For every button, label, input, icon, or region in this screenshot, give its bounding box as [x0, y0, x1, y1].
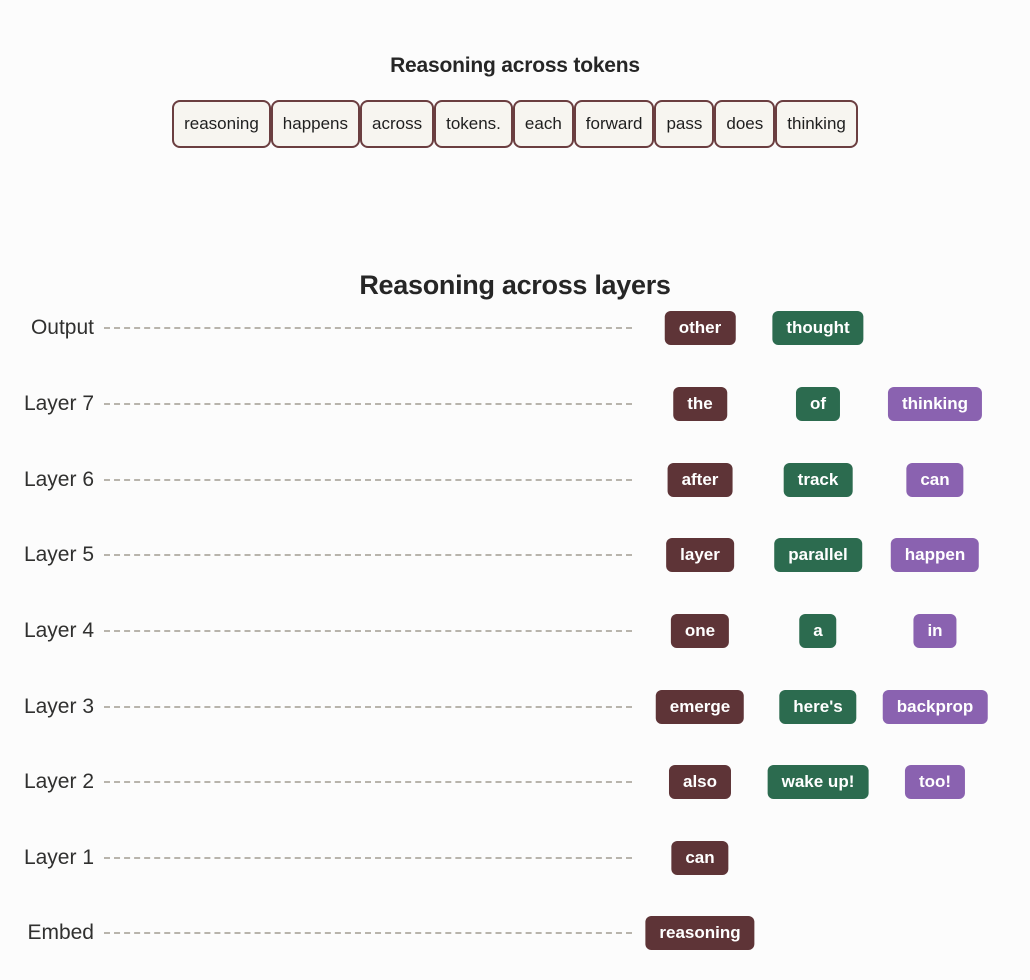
layer-row-label: Layer 1: [23, 846, 94, 869]
layer-token-pill[interactable]: of: [795, 387, 841, 421]
layer-row: Layer 4 one a in: [0, 611, 1030, 651]
layer-token-pill[interactable]: reasoning: [645, 916, 755, 950]
layer-token-pill[interactable]: other: [664, 311, 736, 345]
layer-token-pill[interactable]: thought: [772, 311, 864, 345]
layer-row-dashed-line: [104, 857, 632, 859]
token-box[interactable]: happens: [270, 100, 361, 148]
layer-token-pill[interactable]: here's: [779, 690, 857, 724]
layer-row-dashed-line: [104, 479, 632, 481]
layer-token-pill[interactable]: thinking: [887, 387, 983, 421]
token-box[interactable]: forward: [573, 100, 655, 148]
layer-token-pill[interactable]: layer: [666, 538, 734, 572]
layer-row-pills: layer parallel happen: [0, 535, 1030, 575]
layer-row-label: Layer 7: [23, 392, 94, 415]
layer-row-label: Layer 4: [23, 619, 94, 642]
layer-row: Embed reasoning: [0, 913, 1030, 953]
layer-row-dashed-line: [104, 327, 632, 329]
token-box[interactable]: thinking: [775, 100, 858, 148]
layer-token-pill[interactable]: too!: [904, 765, 966, 799]
layer-row-pills: emerge here's backprop: [0, 687, 1030, 727]
layer-token-pill[interactable]: track: [783, 463, 853, 497]
layer-row: Layer 3 emerge here's backprop: [0, 687, 1030, 727]
layer-row-label: Layer 6: [23, 468, 94, 491]
layer-row-dashed-line: [104, 403, 632, 405]
token-box[interactable]: pass: [654, 100, 715, 148]
layer-row: Layer 2 also wake up! too!: [0, 762, 1030, 802]
layer-token-pill[interactable]: a: [799, 614, 837, 648]
tokens-section-title: Reasoning across tokens: [390, 54, 640, 77]
layer-token-pill[interactable]: happen: [890, 538, 980, 572]
layer-row-pills: after track can: [0, 460, 1030, 500]
layer-token-pill[interactable]: backprop: [882, 690, 988, 724]
layer-row-pills: reasoning: [0, 913, 1030, 953]
layer-token-pill[interactable]: also: [668, 765, 732, 799]
layer-row: Layer 7 the of thinking: [0, 384, 1030, 424]
layer-token-pill[interactable]: wake up!: [767, 765, 869, 799]
layer-row-pills: also wake up! too!: [0, 762, 1030, 802]
layer-row-pills: other thought: [0, 308, 1030, 348]
layer-row-dashed-line: [104, 554, 632, 556]
layer-token-pill[interactable]: the: [673, 387, 727, 421]
token-box[interactable]: tokens.: [434, 100, 513, 148]
layer-row-pills: can: [0, 838, 1030, 878]
layer-row-dashed-line: [104, 706, 632, 708]
layer-row: Output other thought: [0, 308, 1030, 348]
layer-row-label: Layer 5: [23, 543, 94, 566]
layer-token-pill[interactable]: after: [667, 463, 733, 497]
layer-token-pill[interactable]: one: [670, 614, 730, 648]
layer-token-pill[interactable]: emerge: [655, 690, 745, 724]
layer-row-dashed-line: [104, 932, 632, 934]
layers-section-title: Reasoning across layers: [359, 270, 671, 300]
layer-row-label: Output: [30, 316, 94, 339]
layer-row: Layer 5 layer parallel happen: [0, 535, 1030, 575]
token-box[interactable]: each: [512, 100, 574, 148]
layer-row-dashed-line: [104, 781, 632, 783]
layer-row: Layer 1 can: [0, 838, 1030, 878]
layer-token-pill[interactable]: in: [913, 614, 957, 648]
layer-row-pills: the of thinking: [0, 384, 1030, 424]
layer-row-pills: one a in: [0, 611, 1030, 651]
token-box[interactable]: does: [714, 100, 776, 148]
layer-token-pill[interactable]: can: [671, 841, 729, 875]
token-box[interactable]: reasoning: [172, 100, 271, 148]
token-box[interactable]: across: [360, 100, 435, 148]
layer-row: Layer 6 after track can: [0, 460, 1030, 500]
layer-row-dashed-line: [104, 630, 632, 632]
layer-token-pill[interactable]: can: [906, 463, 964, 497]
layer-row-label: Layer 2: [23, 770, 94, 793]
layer-row-label: Embed: [27, 921, 94, 944]
layer-row-label: Layer 3: [23, 695, 94, 718]
layer-token-pill[interactable]: parallel: [774, 538, 862, 572]
